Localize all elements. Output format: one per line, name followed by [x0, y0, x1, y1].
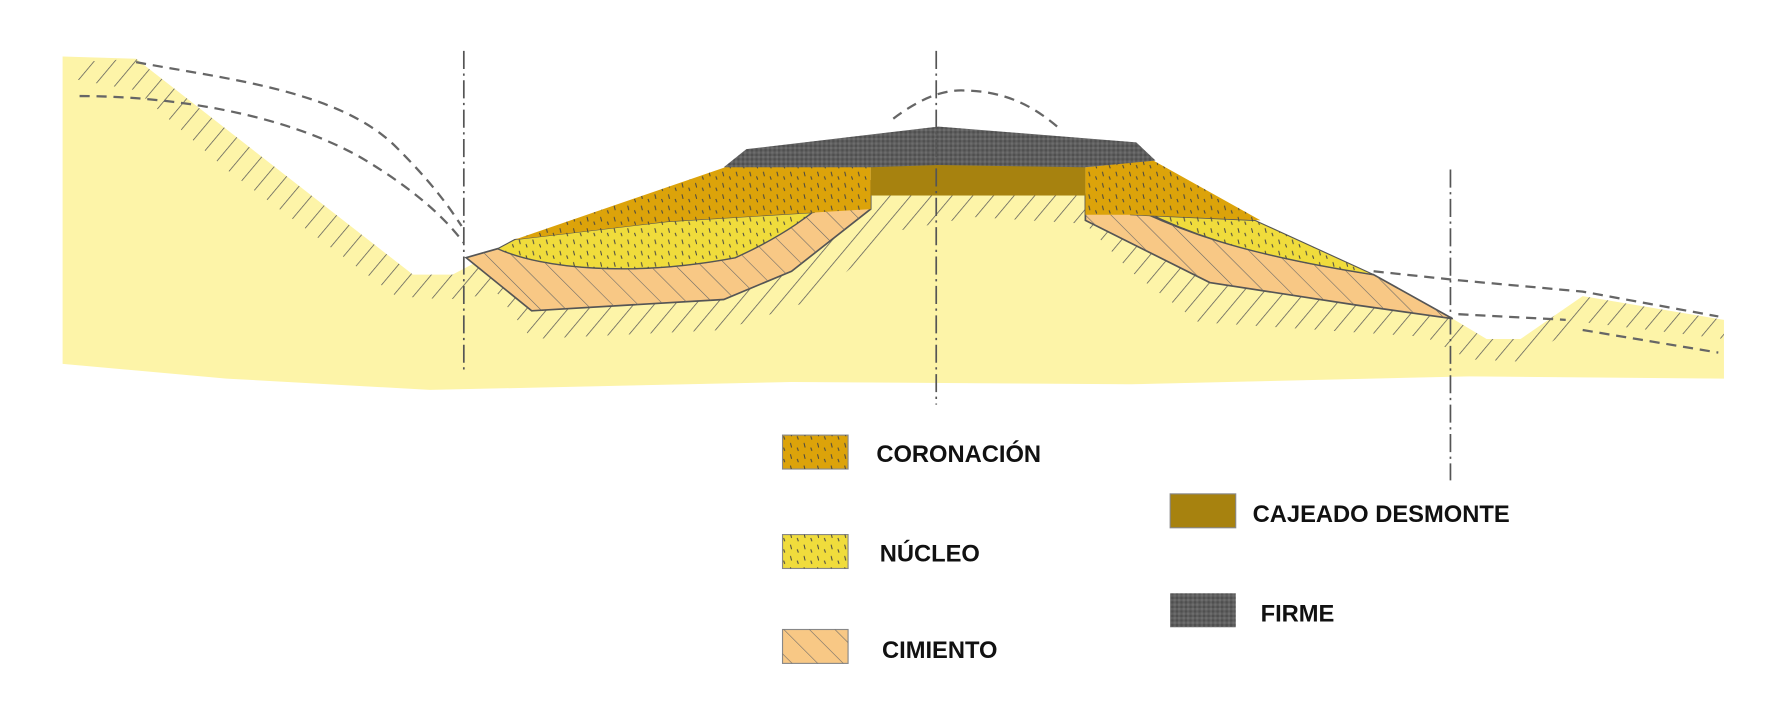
cajeado-desmonte	[870, 165, 1086, 196]
legend-item-firme: FIRME	[1170, 593, 1335, 628]
legend-item-coronacion: CORONACIÓN	[781, 434, 1041, 470]
legend-label: CAJEADO DESMONTE	[1253, 502, 1510, 528]
legend-label: FIRME	[1261, 602, 1335, 628]
firme-swatch-stipple	[1170, 593, 1236, 628]
ground-hatch-band	[73, 58, 1724, 362]
coronacion-right-dots	[1085, 160, 1261, 221]
legend: CORONACIÓN NÚCLEO CIMIENTO CAJEADO DESMO…	[781, 434, 1510, 664]
legend-item-cimiento: CIMIENTO	[781, 628, 998, 664]
nucleo-right-dots	[1113, 194, 1374, 275]
legend-label: CIMIENTO	[882, 638, 998, 664]
legend-label: CORONACIÓN	[876, 440, 1041, 468]
legend-item-nucleo: NÚCLEO	[781, 534, 980, 570]
cajeado-swatch	[1169, 493, 1237, 529]
nucleo-left-dots	[497, 180, 849, 269]
nucleo-swatch-dots	[782, 534, 849, 569]
legend-label: NÚCLEO	[880, 540, 980, 568]
firme-stipple	[723, 126, 1156, 168]
coronacion-swatch-dots	[782, 435, 849, 470]
cimiento-right-hatch	[1085, 192, 1453, 319]
axis-lines	[462, 50, 1452, 481]
cimiento-left-hatch	[466, 180, 871, 311]
cimiento-swatch-hatch	[782, 629, 849, 664]
original-terrain-dashed-lines	[79, 61, 1719, 354]
legend-item-cajeado: CAJEADO DESMONTE	[1169, 493, 1510, 529]
coronacion-left-dots	[514, 163, 871, 240]
